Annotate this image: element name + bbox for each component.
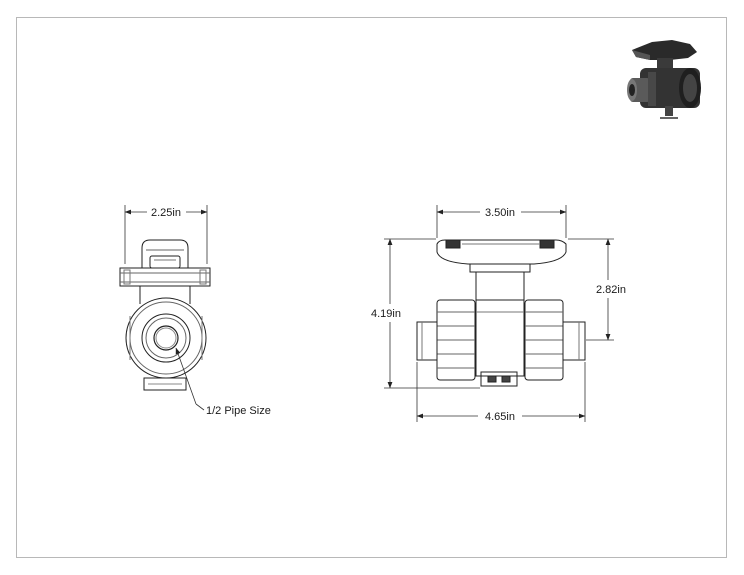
side-top-to-center-dimension	[568, 238, 614, 341]
side-handle-width-label: 3.50in	[485, 207, 515, 219]
side-overall-length-dimension	[416, 362, 586, 422]
side-handle-width-dimension	[436, 205, 567, 238]
front-width-label: 2.25in	[151, 207, 181, 219]
ball-valve-3d-icon	[627, 40, 701, 119]
front-view	[119, 239, 211, 391]
side-overall-height-dimension	[384, 238, 480, 389]
side-overall-height-label: 4.19in	[371, 308, 401, 320]
pipe-size-leader	[175, 347, 205, 411]
sheet-border	[16, 17, 727, 558]
front-width-dimension	[124, 205, 208, 264]
side-top-to-center-label: 2.82in	[596, 284, 626, 296]
pipe-size-callout: 1/2 Pipe Size	[206, 405, 271, 417]
side-overall-length-label: 4.65in	[485, 411, 515, 423]
side-view	[416, 239, 586, 387]
